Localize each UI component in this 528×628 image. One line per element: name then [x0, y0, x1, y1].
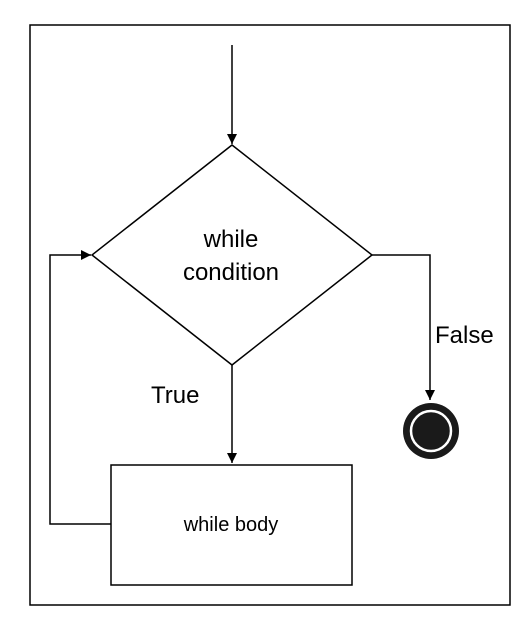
false-branch-arrow — [372, 254, 435, 400]
decision-label-line1: while — [203, 226, 259, 253]
end-terminal-ring — [409, 409, 453, 453]
diagram-frame — [29, 24, 511, 606]
loop-back-arrow — [49, 250, 111, 525]
true-label: True — [151, 382, 199, 409]
decision-label-line2: condition — [183, 259, 279, 286]
process-label: while body — [183, 514, 279, 536]
decision-diamond[interactable] — [90, 144, 374, 366]
process-box[interactable] — [110, 464, 353, 586]
false-label: False — [435, 322, 494, 349]
